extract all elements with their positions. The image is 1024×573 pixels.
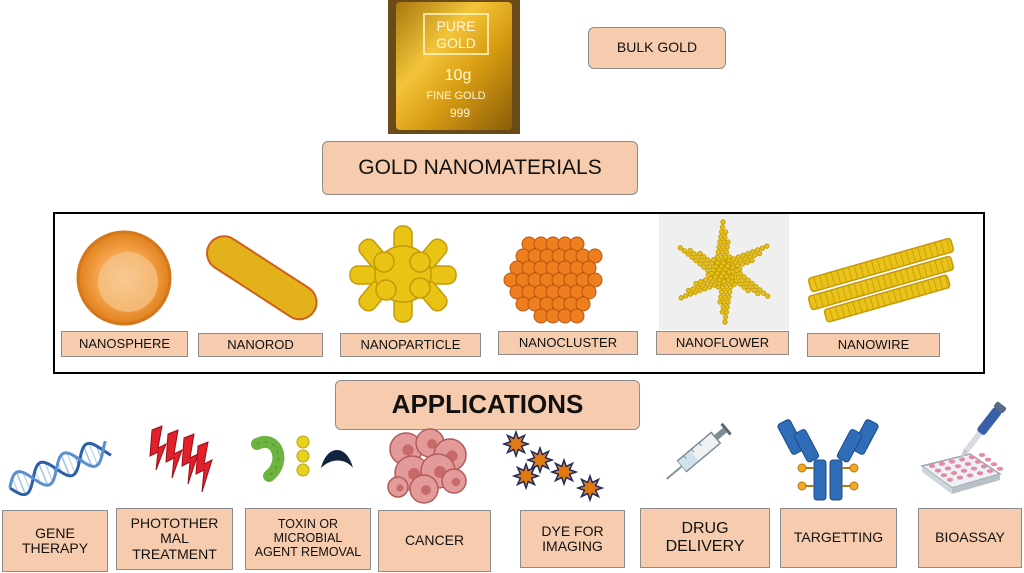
- app-targetting: TARGETTING: [780, 508, 897, 568]
- nanocluster-image: [503, 236, 603, 324]
- microbe-icon: [251, 435, 353, 482]
- app-cancer: CANCER: [378, 510, 491, 572]
- app-photothermal-line2: MAL: [160, 530, 189, 547]
- label-nanosphere-text: NANOSPHERE: [78, 335, 171, 351]
- label-nanoparticle: NANOPARTICLE: [340, 333, 481, 357]
- label-nanocluster: NANOCLUSTER: [498, 331, 638, 355]
- pipette-plate-icon: [920, 401, 1007, 494]
- bar-text-purity: 999: [450, 106, 470, 120]
- label-nanoflower: NANOFLOWER: [656, 331, 789, 355]
- app-dye-line1: DYE FOR: [541, 522, 604, 539]
- app-toxin-removal: TOXIN OR MICROBIAL AGENT REMOVAL: [245, 508, 371, 570]
- app-toxin-line2: MICROBIAL: [273, 531, 343, 546]
- app-drug-delivery: DRUG DELIVERY: [640, 508, 770, 568]
- dye-particles-icon: [501, 429, 605, 503]
- nanosphere-image: [76, 230, 172, 326]
- cancer-cells-icon: [387, 428, 467, 504]
- bulk-gold-label: BULK GOLD: [588, 27, 726, 69]
- label-nanorod: NANOROD: [198, 333, 323, 357]
- label-nanosphere: NANOSPHERE: [61, 331, 188, 357]
- applications-title: APPLICATIONS: [335, 380, 640, 430]
- label-nanowire-text: NANOWIRE: [837, 336, 910, 352]
- label-nanorod-text: NANOROD: [227, 336, 294, 352]
- gold-nanomaterials-text: GOLD NANOMATERIALS: [358, 156, 602, 180]
- bar-text-weight: 10g: [445, 67, 472, 84]
- app-drug-line2: DELIVERY: [665, 538, 745, 555]
- label-nanoflower-text: NANOFLOWER: [675, 334, 770, 350]
- applications-text: APPLICATIONS: [391, 389, 584, 420]
- app-targetting-text: TARGETTING: [793, 529, 884, 546]
- syringe-icon: [666, 422, 732, 480]
- app-gene-therapy: GENE THERAPY: [2, 510, 108, 572]
- nanorod-image: [206, 235, 318, 321]
- label-nanowire: NANOWIRE: [807, 333, 940, 357]
- bar-text-pure: PURE: [437, 18, 476, 34]
- app-dye-imaging: DYE FOR IMAGING: [520, 510, 625, 568]
- nanowire-image: [807, 237, 955, 323]
- nanoparticle-image: [349, 225, 457, 323]
- dna-helix-icon: [8, 440, 112, 497]
- label-nanocluster-text: NANOCLUSTER: [518, 334, 618, 350]
- app-photothermal-line1: PHOTOTHER: [130, 514, 219, 531]
- app-dye-line2: IMAGING: [542, 538, 603, 554]
- gold-bar-image: PURE GOLD 10g FINE GOLD 999: [388, 0, 520, 134]
- label-nanoparticle-text: NANOPARTICLE: [360, 336, 461, 352]
- app-cancer-text: CANCER: [404, 532, 465, 549]
- bar-text-fine: FINE GOLD: [426, 90, 485, 102]
- app-bioassay: BIOASSAY: [918, 508, 1022, 568]
- app-gene-therapy-line2: THERAPY: [21, 540, 89, 556]
- app-toxin-line1: TOXIN OR: [277, 517, 339, 532]
- bulk-gold-text: BULK GOLD: [616, 39, 698, 56]
- nanoflower-image: [659, 214, 789, 330]
- app-drug-line1: DRUG: [681, 520, 729, 538]
- bar-text-gold: GOLD: [436, 35, 476, 51]
- lightning-icon: [149, 425, 213, 493]
- nanomaterials-panel: [53, 212, 985, 374]
- app-photothermal: PHOTOTHER MAL TREATMENT: [116, 508, 233, 570]
- app-gene-therapy-line1: GENE: [35, 524, 75, 541]
- app-toxin-line3: AGENT REMOVAL: [254, 544, 362, 559]
- antibody-icon: [777, 419, 879, 501]
- gold-nanomaterials-title: GOLD NANOMATERIALS: [322, 141, 638, 195]
- app-bioassay-text: BIOASSAY: [935, 529, 1005, 546]
- app-photothermal-line3: TREATMENT: [132, 545, 217, 562]
